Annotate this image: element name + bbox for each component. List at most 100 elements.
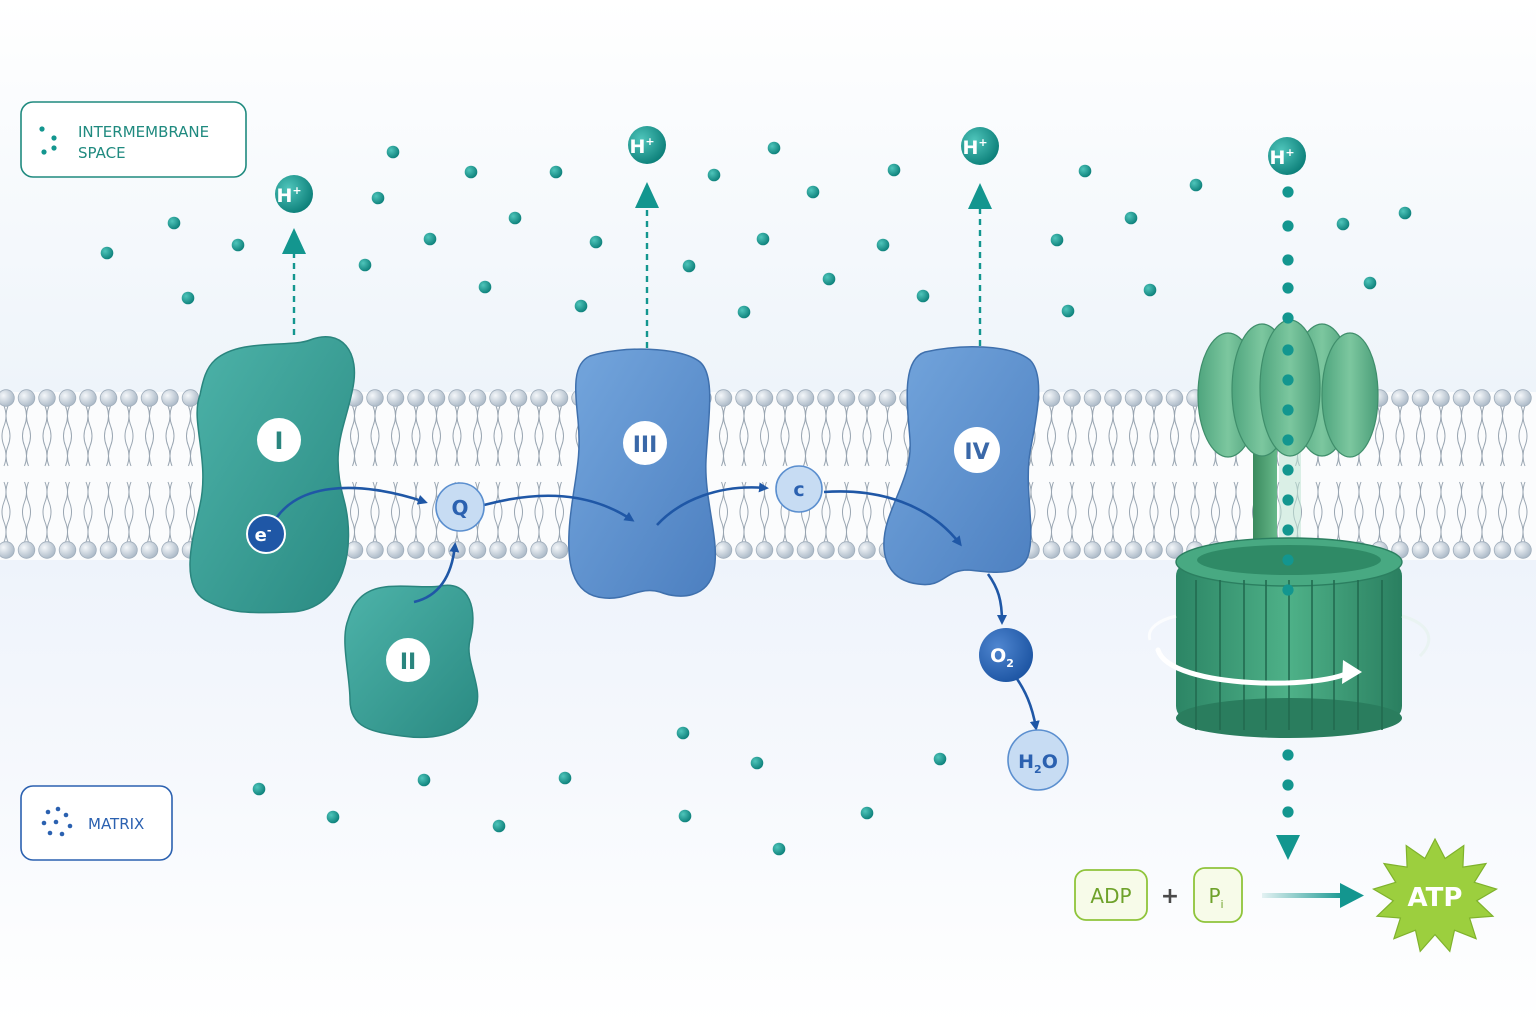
synthase-proton-arrowhead: [1276, 835, 1300, 860]
lipid-tail: [1194, 405, 1200, 467]
lipid-head: [1493, 389, 1512, 407]
lipid-head: [99, 389, 118, 407]
synthase-proton-dot: [1282, 254, 1294, 266]
lipid-head: [817, 389, 835, 407]
lipid-head: [58, 541, 77, 559]
lipid-head: [858, 389, 876, 407]
proton-arrowhead-1: [282, 228, 306, 254]
plus-sign: +: [1161, 884, 1179, 909]
lipid-tail: [128, 481, 134, 543]
lipid-tail: [497, 481, 503, 543]
lipid-head: [776, 389, 794, 407]
proton-dot: [1398, 206, 1412, 220]
proton-dot: [492, 819, 506, 833]
lipid-head: [1493, 541, 1512, 559]
lipid-tail: [456, 405, 462, 467]
proton-dot: [589, 235, 603, 249]
lipid-tail: [1317, 481, 1323, 543]
proton-dot: [887, 163, 901, 177]
proton-pump-arrows: [292, 207, 982, 348]
lipid-head: [1083, 541, 1102, 559]
lipid-head: [58, 389, 77, 407]
proton-dot: [358, 258, 372, 272]
lipid-tail: [108, 481, 113, 543]
synthase-proton-dot: [1282, 554, 1294, 566]
lipid-tail: [1481, 405, 1487, 467]
lipid-tail: [477, 405, 482, 467]
lipid-head: [837, 541, 856, 559]
lipid-head: [878, 389, 897, 407]
lipid-tail: [1071, 405, 1077, 467]
lipid-tail: [108, 405, 113, 467]
oxygen-molecule: O2: [979, 628, 1033, 682]
matrix-label-box: MATRIX: [20, 785, 173, 861]
lipid-head: [1473, 389, 1491, 407]
lipid-tail: [743, 481, 749, 543]
lipid-tail: [26, 481, 31, 543]
proton-dot: [1050, 233, 1064, 247]
synthase-proton-dot: [1282, 779, 1294, 791]
proton-dots: [100, 141, 1412, 856]
proton-dot: [1078, 164, 1092, 178]
proton-dot: [371, 191, 385, 205]
lipid-head: [796, 541, 815, 559]
lipid-head: [509, 389, 528, 407]
synthase-rotor: [1175, 537, 1403, 738]
lipid-head: [1165, 389, 1184, 407]
electron-arrow-4-to-o2: [986, 573, 1007, 625]
rotation-arrow-tail: [1147, 614, 1177, 641]
proton-dot: [772, 842, 786, 856]
lipid-head: [1063, 389, 1081, 407]
electron-arrow-c-to-4: [823, 490, 962, 547]
matrix-dots-icon: [41, 806, 73, 837]
lipid-tail: [46, 405, 52, 467]
lipid-head: [181, 389, 200, 407]
lipid-head: [366, 541, 384, 559]
proton-dot: [1189, 178, 1203, 192]
complex-1: I: [189, 335, 356, 614]
proton-dot: [167, 216, 181, 230]
lipid-head: [530, 389, 548, 407]
lipid-head: [468, 389, 487, 407]
lipid-head: [1145, 541, 1163, 559]
cytochrome-c-label: c: [793, 479, 804, 501]
proton-dot: [876, 238, 890, 252]
lipid-head: [79, 541, 97, 559]
lipid-tail: [1153, 405, 1159, 467]
synthase-proton-dot: [1282, 282, 1294, 294]
synthase-proton-dot: [1282, 524, 1294, 536]
proton-dot: [822, 272, 836, 286]
proton-badge-4: H+: [961, 127, 999, 165]
lipid-tail: [1051, 405, 1056, 467]
proton-dot: [678, 809, 692, 823]
lipid-head: [468, 541, 487, 559]
lipid-tail: [1461, 481, 1466, 543]
lipid-head: [38, 541, 56, 559]
lipid-head: [837, 389, 856, 407]
svg-text:H+: H+: [1269, 146, 1294, 169]
lipid-tail: [1379, 481, 1384, 543]
proton-dot: [423, 232, 437, 246]
lipid-tail: [559, 481, 564, 543]
complex-3-label: III: [633, 433, 658, 458]
lipid-tail: [1440, 405, 1446, 467]
lipid-tail: [846, 405, 851, 467]
lipid-head: [1452, 541, 1471, 559]
lipid-head: [1432, 389, 1450, 407]
lipid-head: [1391, 389, 1409, 407]
lipid-tail: [1502, 405, 1507, 467]
complex-4: IV: [883, 346, 1040, 586]
lipid-tail: [1399, 481, 1405, 543]
synthase-proton-dot: [1282, 494, 1294, 506]
proton-arrowhead-4: [968, 183, 992, 209]
synthase-proton-dot: [1282, 374, 1294, 386]
lipid-tail: [805, 405, 810, 467]
lipid-head: [1124, 389, 1143, 407]
lipid-tail: [1112, 405, 1118, 467]
lipid-head: [509, 541, 528, 559]
complex-2-label: II: [400, 650, 416, 675]
lipid-head: [1104, 541, 1122, 559]
lipid-tail: [1112, 481, 1118, 543]
synthase-proton-path: [1282, 186, 1294, 818]
